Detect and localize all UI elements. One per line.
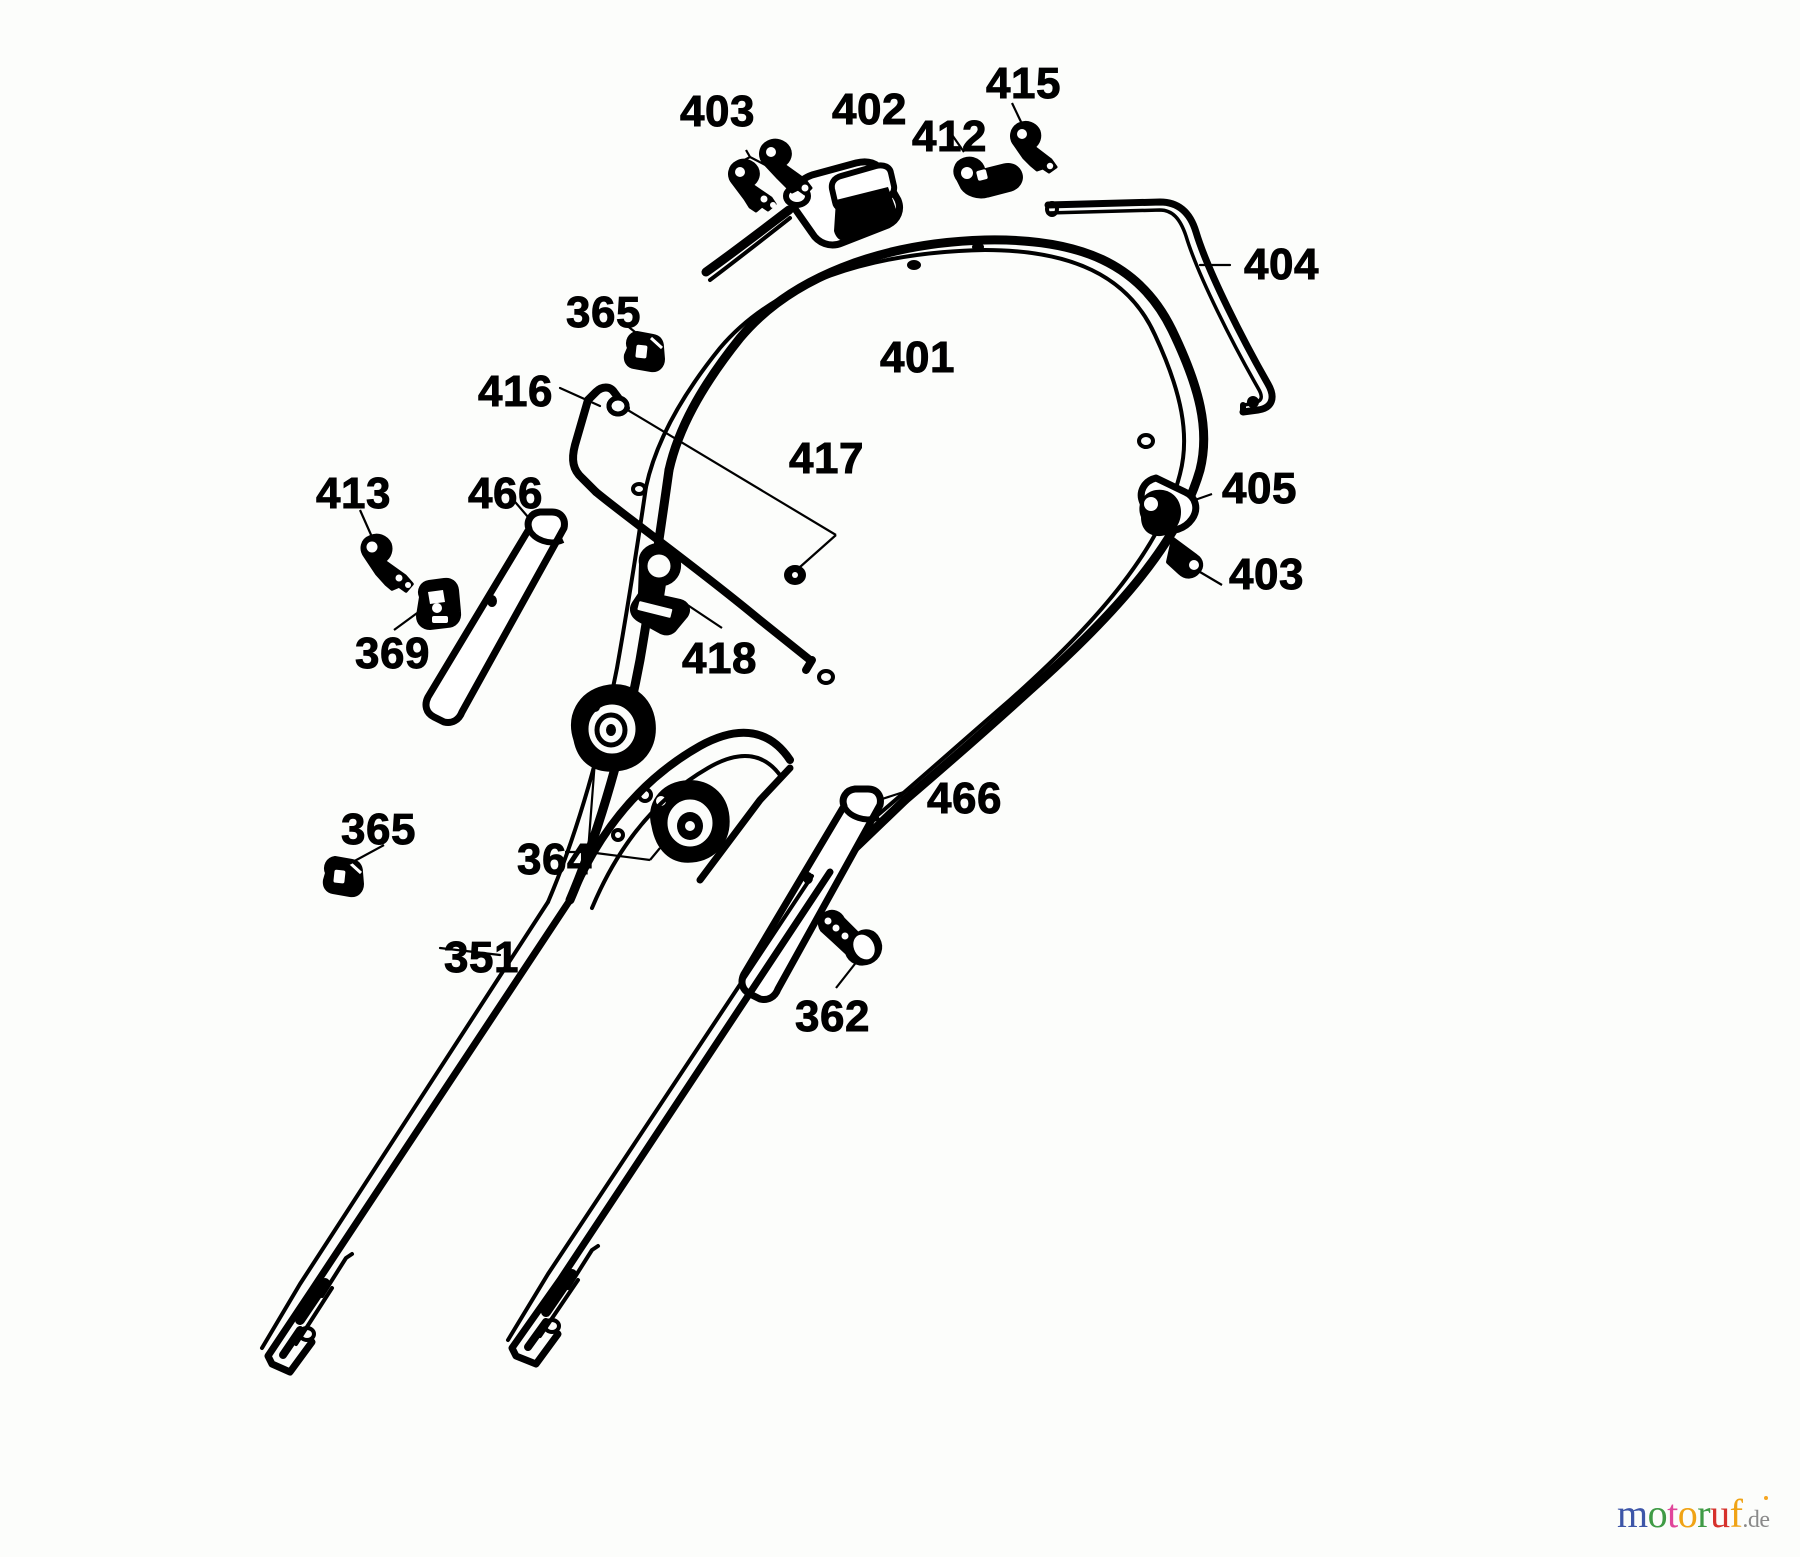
callout-401: 401 <box>880 333 955 382</box>
callout-404: 404 <box>1244 240 1319 289</box>
part-362-screw <box>817 909 883 989</box>
part-403-screw-right <box>1166 537 1223 586</box>
rivet-holes-401 <box>631 243 1155 685</box>
callout-466-upper: 466 <box>468 469 543 518</box>
part-415-screw <box>1010 102 1058 174</box>
watermark-letter-u: u <box>1710 1491 1730 1536</box>
part-364-knob-wheels <box>565 684 730 863</box>
watermark-dot-icon <box>1764 1496 1768 1500</box>
callout-418: 418 <box>682 634 757 683</box>
watermark-letter-m: m <box>1617 1491 1648 1536</box>
part-351-mid-brace <box>566 728 794 910</box>
part-466-grip-tube-upper <box>422 495 568 726</box>
part-351-cross-tube <box>696 764 794 884</box>
part-417-rivets <box>606 395 837 585</box>
part-365-clamp-low <box>322 844 385 898</box>
callout-369: 369 <box>355 629 430 678</box>
watermark-suffix: .de <box>1742 1507 1770 1533</box>
motoruf-watermark: motoruf.de <box>1617 1494 1770 1534</box>
watermark-letter-r: r <box>1697 1491 1711 1536</box>
callout-417: 417 <box>789 434 864 483</box>
callout-413: 413 <box>316 469 391 518</box>
callout-365-top: 365 <box>566 288 641 337</box>
callout-416: 416 <box>478 367 553 416</box>
part-403-screw-top-pair <box>728 138 813 213</box>
watermark-letter-o1: o <box>1647 1491 1668 1536</box>
part-418-cable-guide <box>629 542 723 636</box>
callout-405: 405 <box>1222 464 1297 513</box>
part-404-wire-rod <box>1044 198 1276 416</box>
part-365-clamp-top <box>619 319 665 373</box>
watermark-letter-t: t <box>1667 1491 1678 1536</box>
part-413-bolt <box>358 509 414 593</box>
part-405-lever-knob <box>1137 474 1213 537</box>
callout-415: 415 <box>986 59 1061 108</box>
part-412-cable-clip <box>949 131 1023 199</box>
callout-365-lower: 365 <box>341 805 416 854</box>
callout-412: 412 <box>912 112 987 161</box>
watermark-letter-f: f <box>1729 1491 1743 1536</box>
callout-402: 402 <box>832 85 907 134</box>
callout-362: 362 <box>795 992 870 1041</box>
callout-403-right: 403 <box>1229 550 1304 599</box>
callout-351: 351 <box>444 933 519 982</box>
watermark-letter-o2: o <box>1677 1491 1698 1536</box>
part-351-lower-handle-bars <box>260 868 834 1376</box>
callout-403-top: 403 <box>680 87 755 136</box>
callout-364: 364 <box>517 835 592 884</box>
callout-466-lower: 466 <box>927 774 1002 823</box>
part-369-clamp-nut <box>393 577 462 631</box>
